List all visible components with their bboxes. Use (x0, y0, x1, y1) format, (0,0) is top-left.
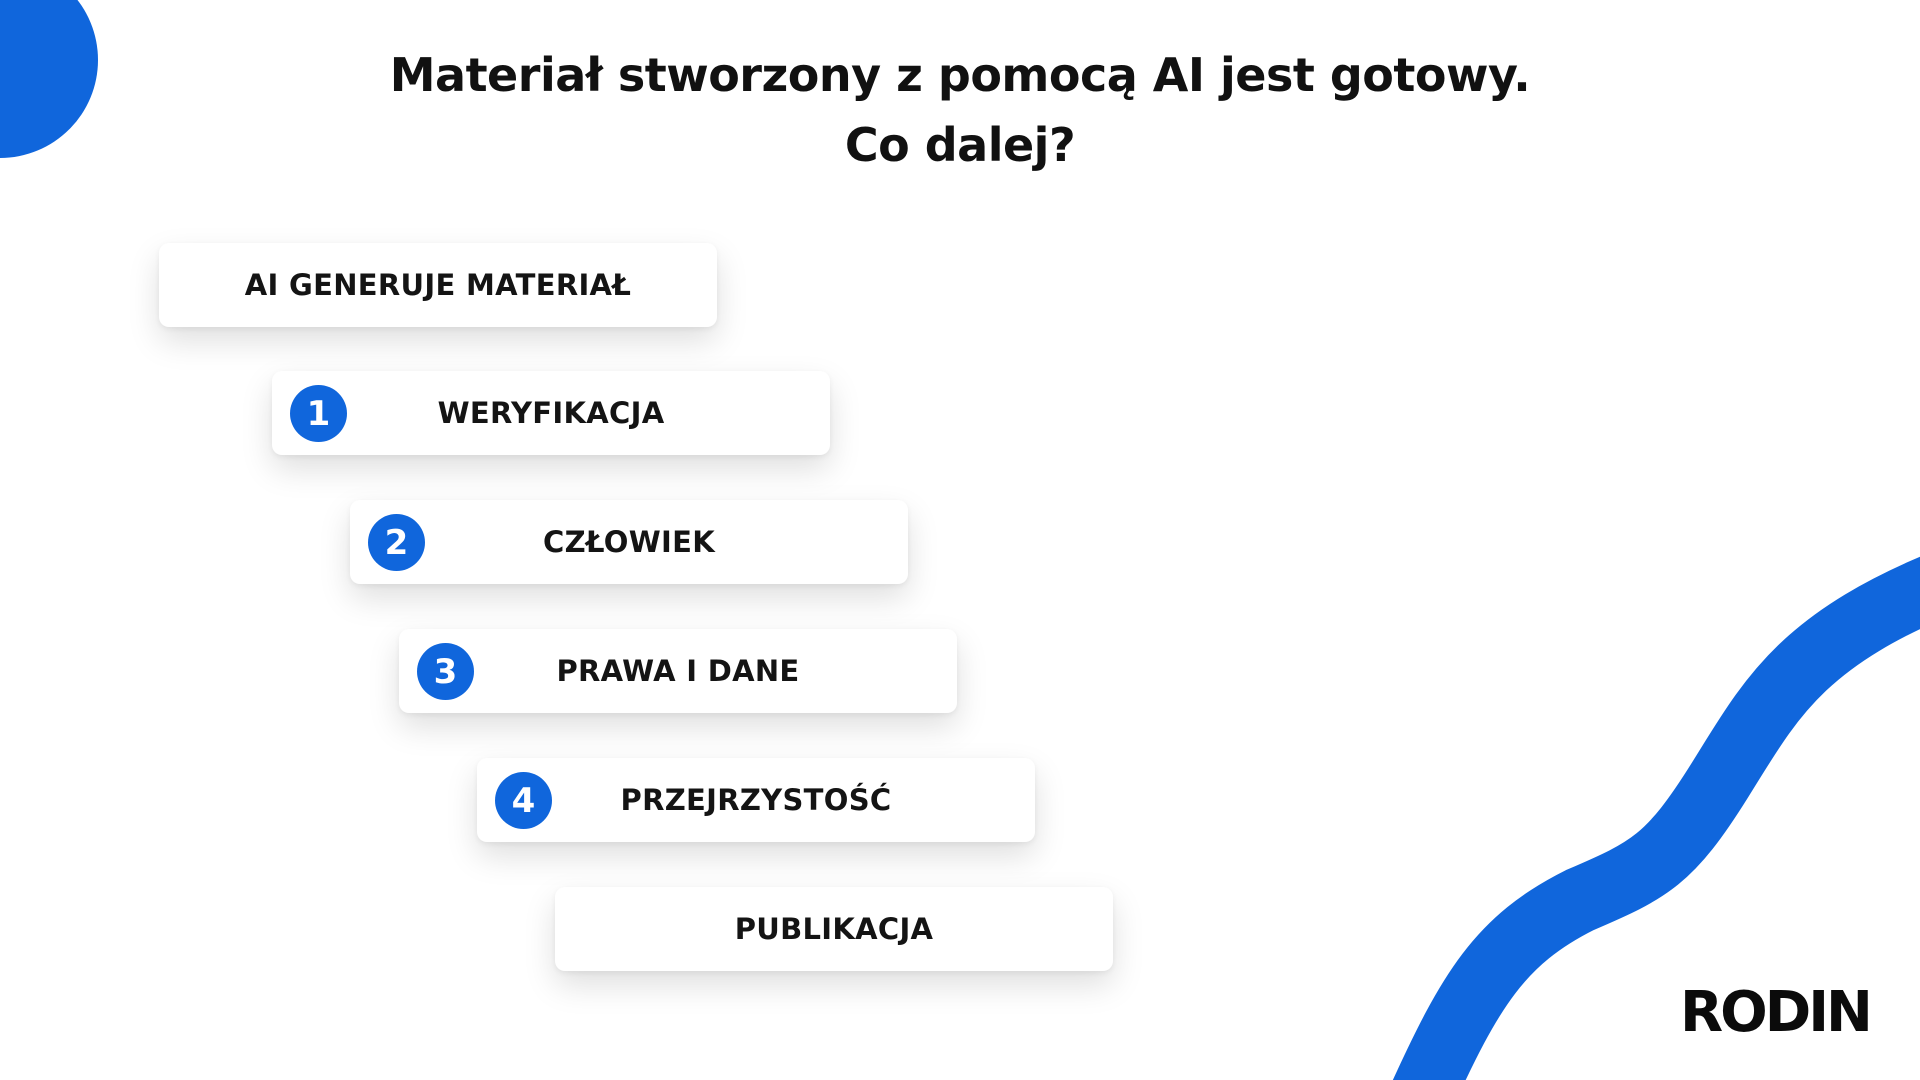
step-label: WERYFIKACJA (437, 396, 665, 430)
step-label: PRAWA I DANE (556, 654, 800, 688)
step-number-badge: 3 (417, 643, 474, 700)
rodin-logo: RODIN (1680, 980, 1873, 1045)
step-label: CZŁOWIEK (542, 525, 715, 559)
title-line-2: Co dalej? (844, 118, 1076, 172)
step-card-verification: 1 WERYFIKACJA (272, 371, 830, 455)
step-card-publication: PUBLIKACJA (555, 887, 1113, 971)
page-title: Materiał stworzony z pomocą AI jest goto… (0, 40, 1920, 180)
step-label: PRZEJRZYSTOŚĆ (620, 783, 892, 817)
step-card-transparency: 4 PRZEJRZYSTOŚĆ (477, 758, 1035, 842)
step-card-ai-generates: AI GENERUJE MATERIAŁ (159, 243, 717, 327)
step-card-human: 2 CZŁOWIEK (350, 500, 908, 584)
step-label: AI GENERUJE MATERIAŁ (244, 268, 632, 302)
step-card-rights-data: 3 PRAWA I DANE (399, 629, 957, 713)
step-label: PUBLIKACJA (734, 912, 934, 946)
step-number-badge: 1 (290, 385, 347, 442)
title-line-1: Materiał stworzony z pomocą AI jest goto… (389, 48, 1531, 102)
step-number-badge: 4 (495, 772, 552, 829)
step-number-badge: 2 (368, 514, 425, 571)
